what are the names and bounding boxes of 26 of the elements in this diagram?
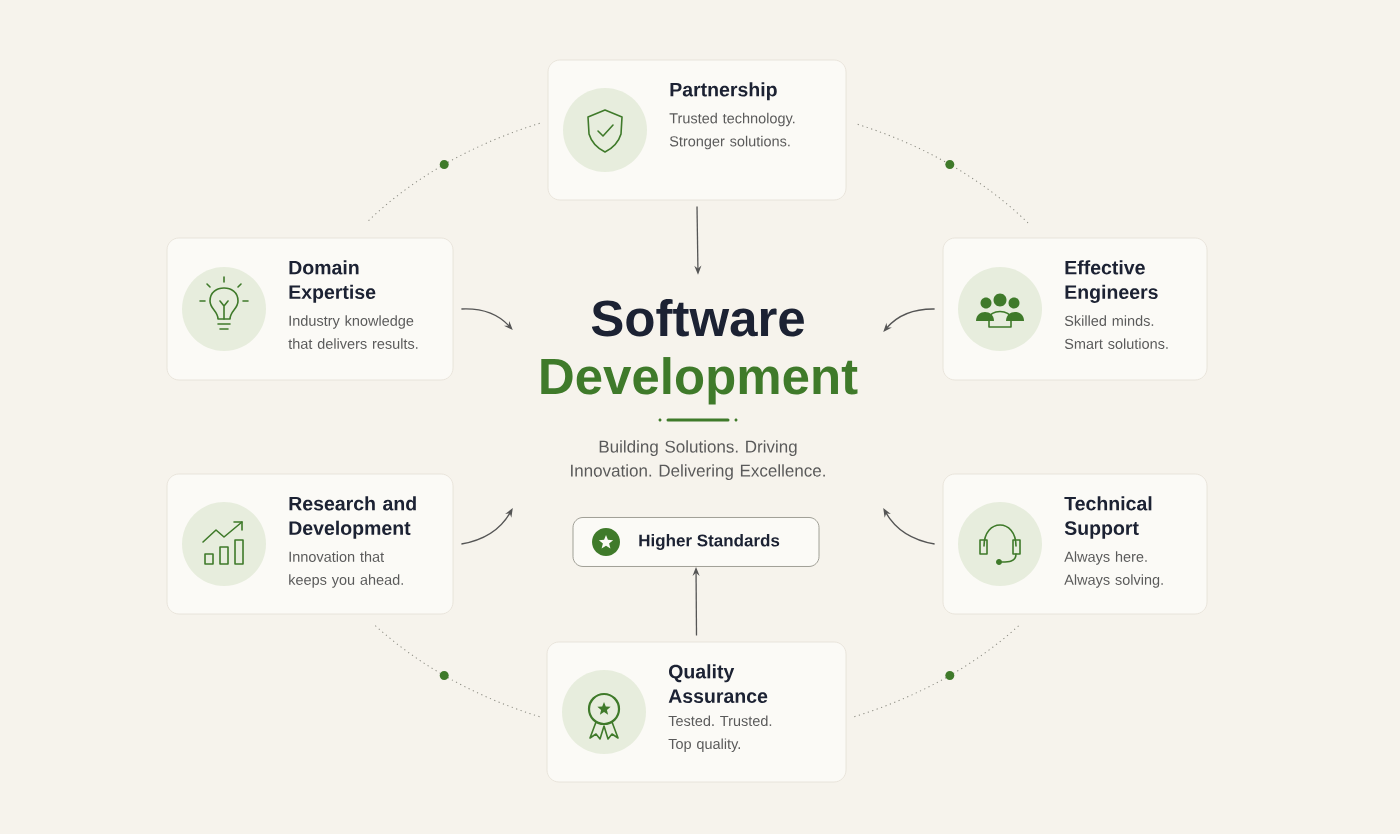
heading: Development: [541, 357, 858, 405]
card-title: Quality Assurance: [668, 664, 768, 703]
card-title: Partnership: [670, 82, 777, 101]
card-title: Technical Support: [1064, 496, 1152, 539]
arrow: [460, 508, 513, 545]
card: [546, 641, 847, 783]
card-text: Always here. Always solving.: [1064, 551, 1163, 588]
card-title: Research and Development: [289, 496, 416, 539]
card-text: Skilled minds. Smart solutions.: [1064, 315, 1168, 349]
card: [942, 473, 1208, 615]
card: [166, 237, 454, 381]
badge-pill: Higher Standards: [572, 517, 820, 567]
subtitle: Building Solutions. Driving Innovation. Delivering Excellence.: [571, 440, 825, 481]
arrow: [460, 308, 513, 330]
card: [942, 237, 1208, 381]
arrow: [883, 308, 936, 332]
card: [547, 59, 847, 201]
card: [166, 473, 454, 615]
card-title: Effective Engineers: [1065, 260, 1158, 303]
arrow: [883, 508, 936, 545]
card-text: Trusted technology. Stronger solutions.: [669, 112, 795, 150]
card-text: Industry knowledge that delivers results.: [288, 315, 418, 349]
card-title: Domain Expertise: [289, 260, 376, 303]
heading: Software: [591, 299, 804, 337]
card-text: Innovation that keeps you ahead.: [289, 551, 403, 588]
card-text: Tested. Trusted. Top quality.: [668, 715, 772, 752]
